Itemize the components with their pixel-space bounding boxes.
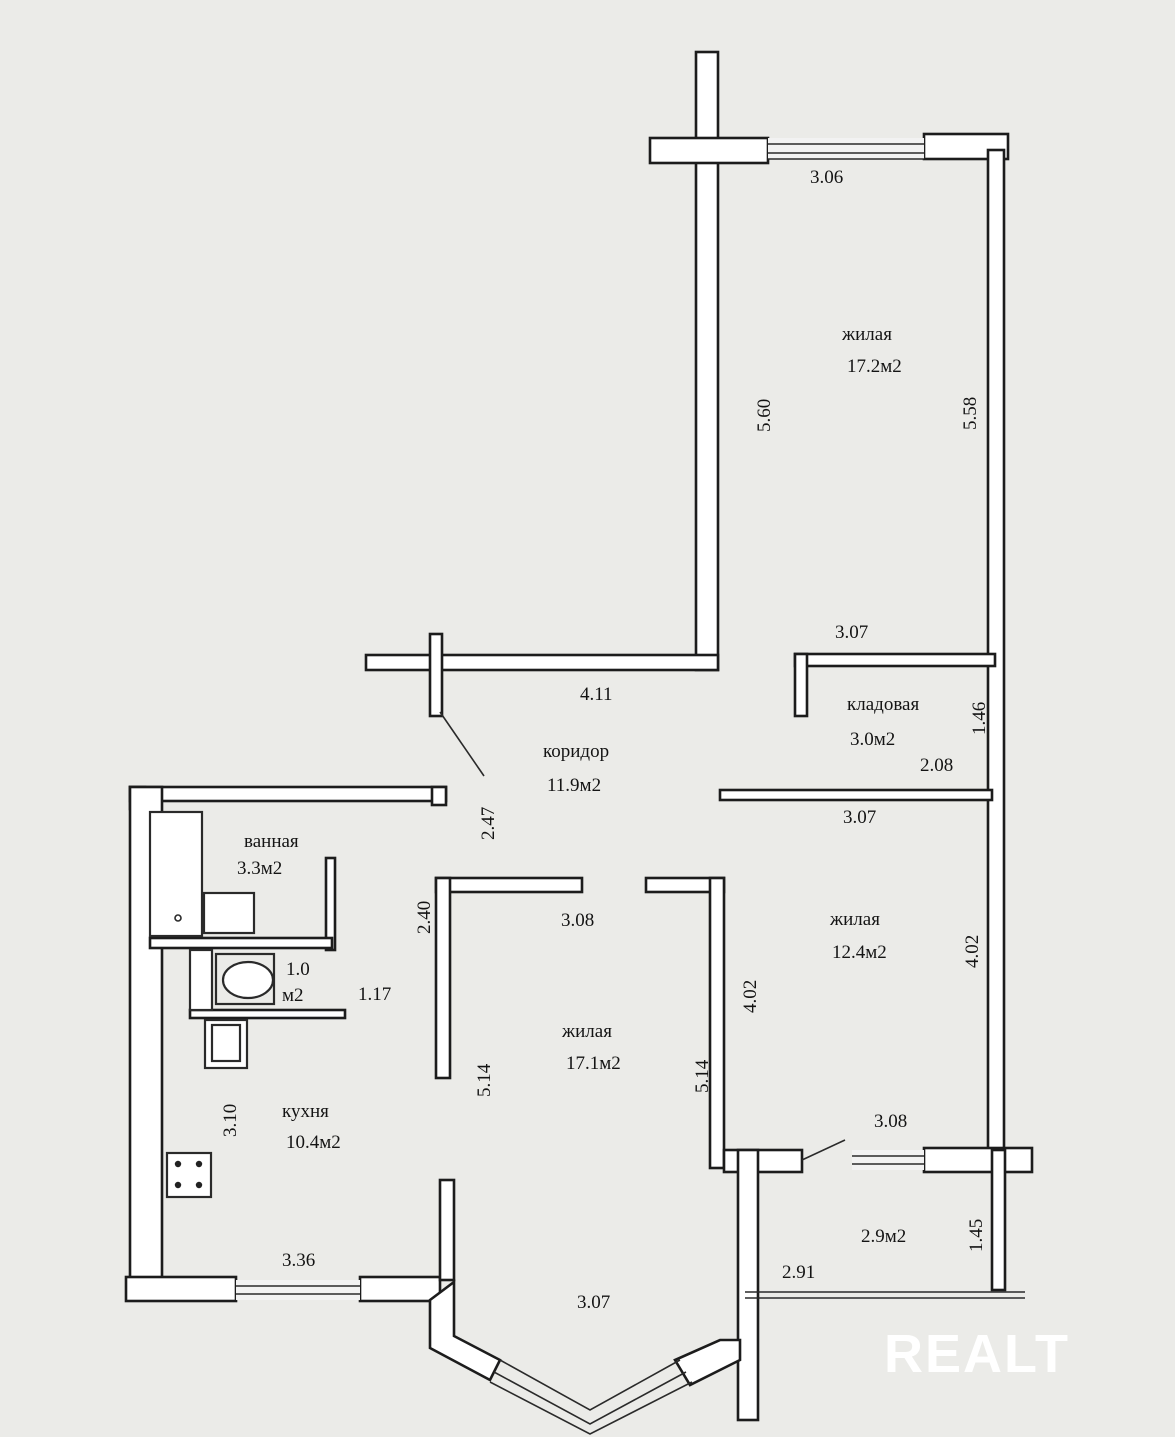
- wall-center-top-left: [434, 876, 584, 894]
- storage-name: кладовая: [847, 694, 919, 715]
- corridor-area: 11.9м2: [547, 775, 601, 796]
- room-labels: жилая 17.2м2 кладовая 3.0м2 коридор 11.9…: [237, 324, 919, 1247]
- dim-top-window: 3.06: [810, 167, 843, 188]
- wall-bay-right-pier: [736, 1148, 760, 1422]
- bathtub: [148, 810, 204, 938]
- bathroom-name: ванная: [244, 831, 299, 852]
- windows: [236, 138, 1025, 1435]
- dim-living-right-top: 3.07: [843, 807, 876, 828]
- living-top-area: 17.2м2: [847, 356, 902, 377]
- window-top: [768, 138, 924, 159]
- wall-kitchen-bottom-right: [358, 1275, 442, 1303]
- kitchen-name: кухня: [282, 1101, 329, 1122]
- wall-bath-right: [324, 856, 337, 952]
- door-swing-corridor: [439, 711, 485, 777]
- wall-right-bottom-pier: [922, 1146, 1034, 1174]
- stove-icon: [165, 1151, 213, 1199]
- living-center-name: жилая: [561, 1021, 612, 1042]
- dim-right-bottom: 3.08: [874, 1111, 907, 1132]
- dim-toilet-side: 1.17: [358, 984, 391, 1005]
- wall-storage-left: [793, 652, 809, 718]
- dim-living-top-right: 5.58: [960, 397, 981, 430]
- watermark-logo: REALT: [884, 1324, 1070, 1384]
- dim-storage-bottom: 2.08: [920, 755, 953, 776]
- wall-right-exterior: [986, 148, 1006, 1152]
- toilet-bowl-icon: [221, 960, 275, 1000]
- door-swing-balcony: [801, 1139, 846, 1161]
- wall-kitchen-bottom-left: [124, 1275, 238, 1303]
- corridor-name: коридор: [543, 741, 609, 762]
- wall-bath-bottom: [148, 936, 334, 950]
- walls: [124, 50, 1034, 1422]
- living-center-area: 17.1м2: [566, 1053, 621, 1074]
- wall-bath-top: [128, 785, 448, 803]
- living-right-name: жилая: [829, 909, 880, 930]
- wall-storage-bottom: [718, 788, 994, 802]
- toilet-tank: [188, 948, 214, 1012]
- bathroom-area: 3.3м2: [237, 858, 282, 879]
- dim-kitchen-bottom: 3.36: [282, 1250, 315, 1271]
- wall-center-right: [708, 876, 726, 1170]
- dim-balcony-bottom: 2.91: [782, 1262, 815, 1283]
- wall-corridor-cross: [428, 632, 444, 718]
- storage-area: 3.0м2: [850, 729, 895, 750]
- dimension-labels: 3.06 5.60 5.58 3.07 4.11 1.46 2.08 2.47 …: [220, 167, 990, 1313]
- bathtub-drain-icon: [174, 914, 182, 922]
- dim-living-top-left: 5.60: [754, 399, 775, 432]
- window-kitchen: [236, 1280, 360, 1300]
- dim-center-left: 5.14: [474, 1063, 495, 1097]
- dim-bay-bottom: 3.07: [577, 1292, 610, 1313]
- wall-bay-left: [438, 1178, 456, 1282]
- dim-center-wall-left: 2.40: [414, 901, 435, 934]
- toilet-area-unit: м2: [282, 985, 304, 1006]
- wall-top-cross: [648, 136, 770, 165]
- fixtures: [148, 711, 846, 1199]
- dim-living-right-left: 4.02: [740, 980, 761, 1013]
- wall-bottom-center: [722, 1148, 804, 1174]
- wall-bay-right-corner: [673, 1338, 742, 1387]
- dim-center-right: 5.14: [692, 1059, 713, 1093]
- window-bay: [499, 1359, 681, 1411]
- dim-living-right-right: 4.02: [962, 935, 983, 968]
- dim-kitchen-side: 3.10: [220, 1104, 241, 1137]
- wall-corridor-top: [364, 653, 720, 672]
- toilet-frame: [214, 952, 276, 1006]
- kitchen-area: 10.4м2: [286, 1132, 341, 1153]
- wall-bath-top-right-end: [430, 785, 448, 807]
- living-top-name: жилая: [841, 324, 892, 345]
- wall-center-left: [434, 876, 452, 1080]
- dim-storage-side: 1.46: [969, 702, 990, 735]
- balcony-area: 2.9м2: [861, 1226, 906, 1247]
- dim-corridor-top: 4.11: [580, 684, 613, 705]
- living-right-area: 12.4м2: [832, 942, 887, 963]
- toilet-area-number: 1.0: [286, 959, 310, 980]
- dim-storage-top: 3.07: [835, 622, 868, 643]
- dim-balcony-side: 1.45: [966, 1219, 987, 1252]
- dim-corridor-door: 2.47: [478, 807, 499, 840]
- bath-sink: [202, 891, 256, 935]
- wall-balcony-right: [990, 1148, 1007, 1292]
- window-right-bottom: [852, 1150, 924, 1170]
- wall-storage-top: [793, 652, 997, 668]
- wall-toilet-bottom: [188, 1008, 347, 1020]
- dim-center-top: 3.08: [561, 910, 594, 931]
